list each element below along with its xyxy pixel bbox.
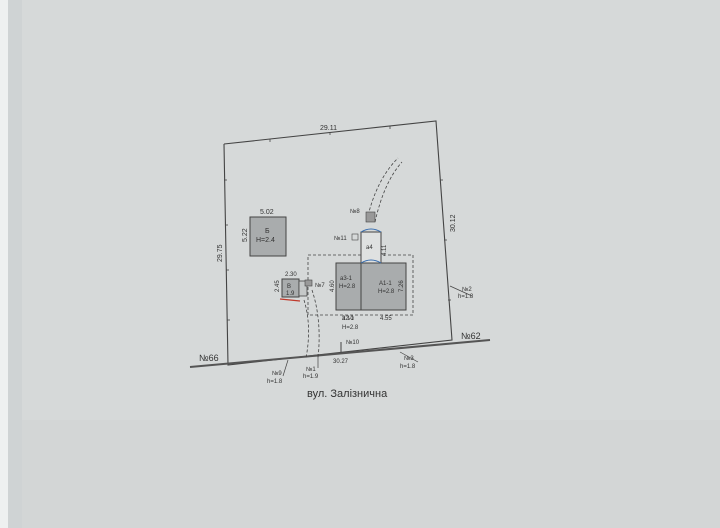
marker-n1: №1 [306,366,316,373]
entry-path-2 [303,299,309,359]
dim-bottom: 30.27 [333,359,349,365]
marker-n11: №11 [334,235,347,242]
site-plan-drawing [189,120,491,377]
marker-7-box [304,279,313,287]
a1-side-dim: 7.26 [399,280,405,292]
a2-h: Н=2.8 [342,325,359,331]
b-letter: Б [265,228,270,235]
marker-n1-h: h=1.9 [303,374,319,380]
neighbor-left: №66 [199,353,219,363]
building-a4 [360,231,382,264]
building-b [249,216,287,257]
a4-height-dim: 4.11 [382,244,388,256]
street-name: вул. Залізнична [307,388,388,400]
marker-n3-h: h=1.8 [400,364,416,370]
b-height: 5.22 [242,228,249,242]
building-v-annex [298,280,308,297]
leader-n2 [449,285,473,297]
a3-h: Н=2.8 [339,284,356,290]
marker-n9-h: h=1.8 [267,379,283,385]
marker-n8: №8 [350,208,360,215]
a1-h: Н=2.8 [378,289,395,295]
a4-letter: а4 [366,245,373,251]
marker-n3: №3 [404,355,414,362]
marker-n7: №7 [315,282,325,289]
parcel-boundary [223,120,453,366]
leader-n9 [282,359,289,377]
v-h: 1.9 [286,291,295,297]
marker-n2: №2 [462,286,472,293]
boundary-ticks [224,126,451,321]
garden-path-2 [374,161,403,223]
a1-width-dim: 4.55 [380,316,392,322]
building-a3 [335,262,362,311]
a4-entry [360,228,382,233]
entry-path [311,289,320,359]
red-mark [279,298,301,302]
dim-left: 29.75 [217,244,224,262]
left-white-edge [0,0,8,528]
b-h: Н=2.4 [256,237,275,244]
a3-height-dim: 4.60 [330,280,336,292]
dim-top: 29.11 [320,125,337,132]
v-width: 2.30 [285,272,297,278]
street-line [189,339,491,368]
a3-letter: а3-1 [340,276,353,282]
marker-n10: №10 [346,339,360,346]
a2-letter: а2-1 [342,316,355,322]
marker-11-box [351,233,359,241]
building-a1 [360,262,407,311]
marker-n9: №9 [272,370,282,377]
v-letter: В [287,284,291,290]
marker-n2-h: h=1.8 [458,294,474,300]
a3-width-dim: 3.10 [342,316,354,322]
dim-right: 30.12 [450,214,457,232]
neighbor-right: №62 [461,331,481,341]
a1-letter: А1-1 [379,281,392,287]
b-width: 5.02 [260,209,274,216]
lower-shadow [22,420,720,528]
marker-8-box [365,211,376,223]
a3-entry [360,259,382,264]
v-height: 2.45 [275,280,281,292]
leader-n3 [399,351,419,363]
